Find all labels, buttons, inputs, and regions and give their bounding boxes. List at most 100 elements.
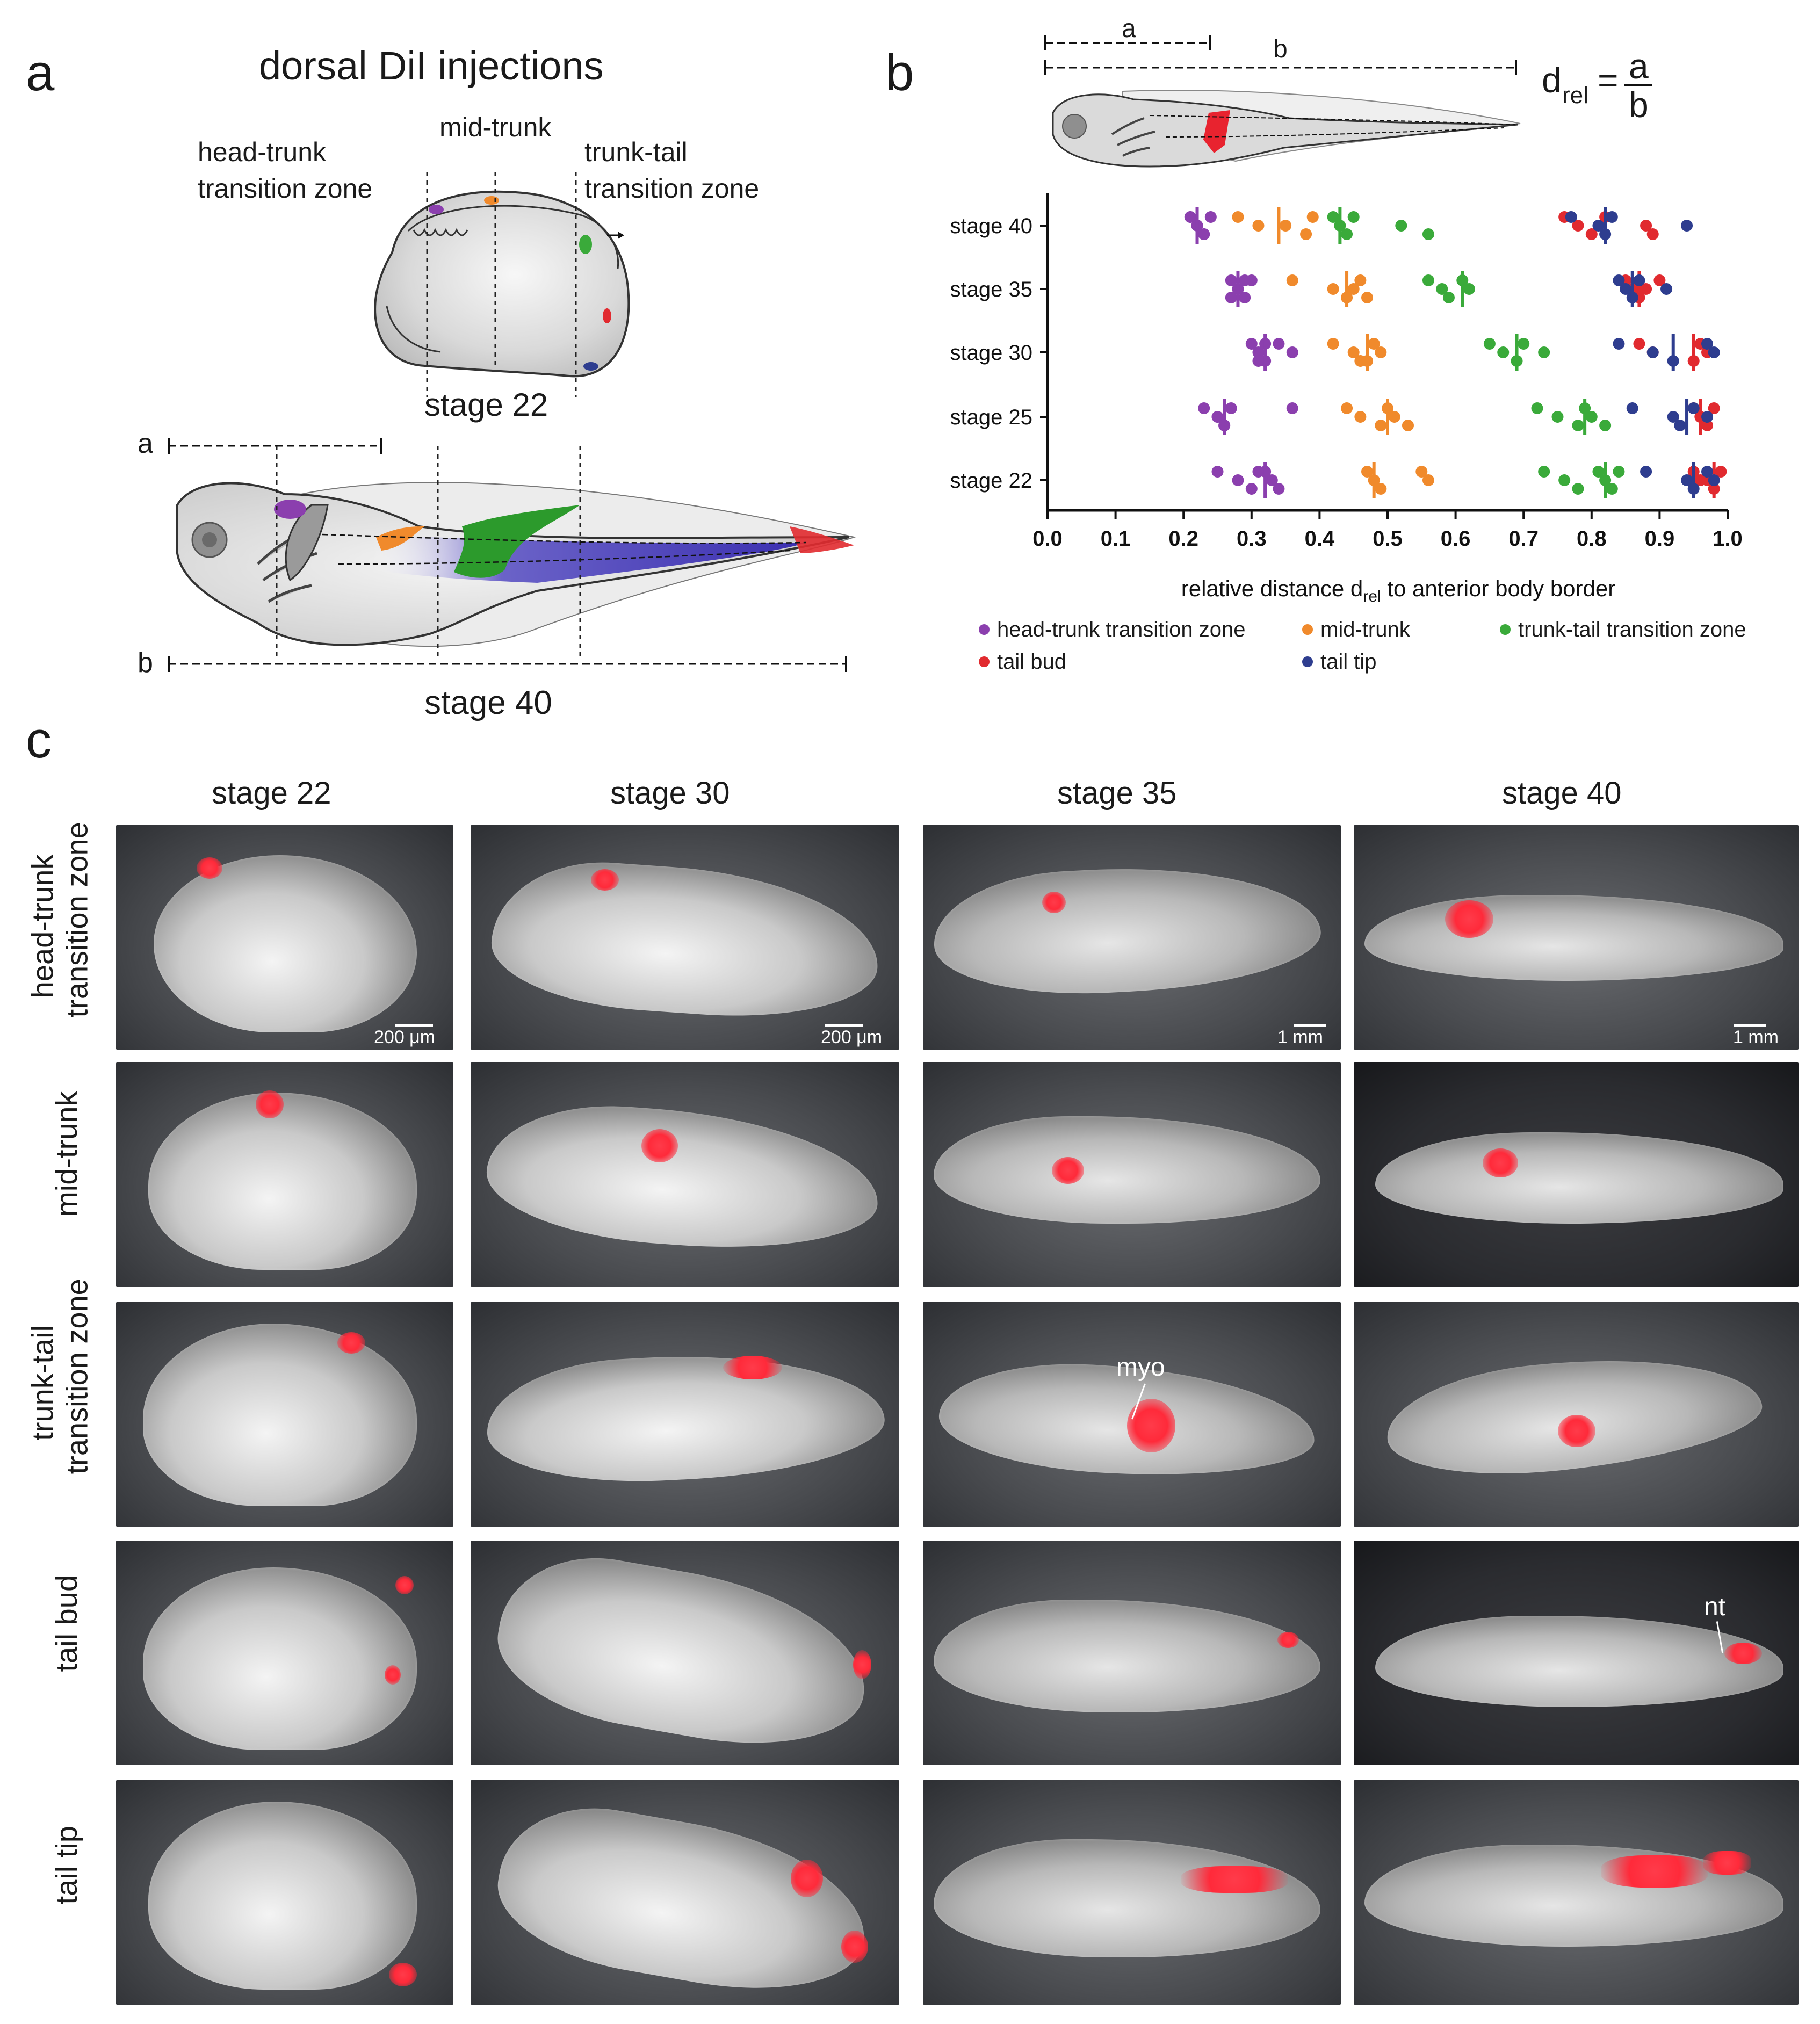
data-point [1252,355,1265,367]
embryo [154,855,417,1032]
data-point [1592,220,1605,232]
data-point [1626,402,1638,414]
data-point [1239,292,1251,303]
data-point [1633,274,1645,286]
formula-num: a [1629,46,1649,86]
scale-bar [1734,1024,1766,1027]
data-point [1422,474,1434,486]
x-tick-label: 0.8 [1577,527,1607,551]
data-point [1531,402,1543,414]
panel-b-measure-b-bar [1044,60,1517,75]
micrograph-r3-stage30 [471,1302,899,1527]
data-point [1347,283,1360,295]
data-point [1572,420,1584,431]
data-point [1701,466,1714,478]
micrograph-r3-stage35: myo [923,1302,1341,1527]
data-point [1681,474,1693,486]
y-tick-label: stage 25 [950,406,1032,429]
embryo [148,1802,417,1990]
legend-tail-bud: tail bud [979,651,1066,673]
dii-label-spot [337,1332,365,1354]
data-point [1232,211,1244,223]
formula-eq: = [1598,60,1619,100]
data-point [1558,474,1571,486]
x-tick-label: 0.6 [1441,527,1471,551]
data-point [1266,474,1278,486]
data-point [1613,274,1625,286]
x-tick-label: 0.9 [1645,527,1675,551]
data-point [1606,483,1618,495]
data-point [1341,402,1353,414]
data-point [1402,420,1414,431]
stage40-green-region [454,505,580,578]
data-point [1701,420,1714,431]
data-point [1551,411,1564,423]
data-point [1660,283,1673,295]
data-point [1620,283,1632,295]
legend-label-mid-trunk: mid-trunk [1320,618,1410,641]
scale-label: 1 mm [1277,1027,1323,1047]
data-point [1667,411,1679,423]
micrograph-r2-stage22 [116,1062,453,1287]
data-point [1347,346,1360,358]
embryo [148,1093,417,1270]
panel-b-measure-a: a [1122,15,1136,43]
dii-label-spot [841,1931,868,1963]
data-point [1300,228,1312,240]
label-head-trunk-line1: head-trunk [198,137,327,167]
data-point [1572,220,1584,232]
legend-label-tail-tip: tail tip [1320,650,1377,674]
micrograph-r4-stage22 [116,1541,453,1765]
y-tick-label: stage 22 [950,469,1032,493]
data-point [1368,338,1380,350]
row-label-tail-tip-line1: tail tip [49,1826,83,1905]
dii-label-spot [1181,1866,1288,1893]
data-point [1395,220,1407,232]
dii-label-spot [389,1963,417,1986]
embryo [482,1097,883,1259]
data-point [1354,274,1367,286]
data-point [1245,483,1258,495]
scale-label: 200 μm [374,1027,436,1047]
legend-head-trunk: head-trunk transition zone [979,619,1246,640]
data-point [1565,211,1577,223]
micrograph-r5-stage22 [116,1780,453,2005]
label-trunk-tail-line2: transition zone [584,173,760,204]
data-point [1592,466,1605,478]
data-point [1708,402,1720,414]
data-point [1252,220,1265,232]
data-point [1422,274,1434,286]
stage40-red-tailtip [790,526,854,553]
dii-label-spot [1052,1157,1084,1184]
x-tick-label: 0.1 [1101,527,1131,551]
micrograph-r2-stage35 [923,1062,1341,1287]
data-point [1225,292,1237,303]
row-label-tail-bud-line1: tail bud [49,1574,83,1672]
legend-dot-green [1500,624,1511,635]
stage22-orange-spot [484,196,499,205]
scale-bar [1294,1024,1326,1027]
data-point [1497,346,1510,358]
embryo [487,1792,879,2005]
micrograph-r2-stage30 [471,1062,899,1287]
micrograph-r3-stage22 [116,1302,453,1527]
legend-dot-blue [1302,656,1313,667]
micrograph-r1-stage35: 1 mm [923,825,1341,1050]
x-tick-label: 0.0 [1032,527,1063,551]
stage22-red-spot [603,308,611,323]
measure-a-label: a [138,428,153,459]
embryo [143,1324,417,1506]
data-point [1225,402,1237,414]
micrograph-r5-stage35 [923,1780,1341,2005]
x-tick-label: 0.4 [1305,527,1335,551]
embryo [1375,1132,1783,1224]
data-point [1708,346,1720,358]
data-point [1585,228,1598,240]
data-point [1211,411,1224,423]
data-point [1327,211,1339,223]
data-point [1708,474,1720,486]
data-point [1436,283,1448,295]
legend-tail-tip: tail tip [1302,651,1377,673]
data-point [1640,220,1652,232]
